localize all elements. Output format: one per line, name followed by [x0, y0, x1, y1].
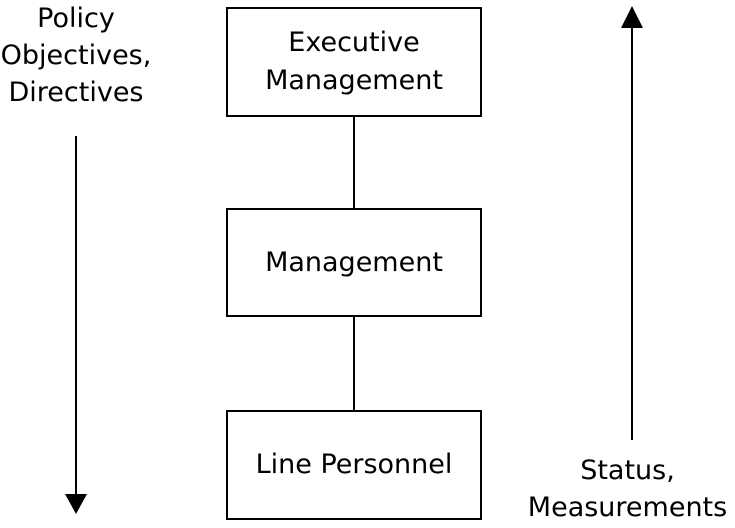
line-personnel-box-label: Line Personnel	[255, 449, 453, 480]
up-arrow-icon	[621, 6, 643, 440]
management-box: Management	[226, 208, 482, 317]
right-flow-label: Status, Measurements	[520, 452, 735, 526]
right-flow-label-line1: Status,	[580, 455, 675, 486]
left-flow-label-line3: Directives	[8, 77, 144, 108]
executive-management-box-line2: Management	[265, 65, 443, 96]
line-personnel-box: Line Personnel	[226, 410, 482, 520]
left-flow-label-line2: Objectives,	[0, 40, 152, 71]
left-flow-label-line1: Policy	[37, 3, 115, 34]
executive-management-box-line1: Executive	[288, 27, 420, 58]
down-arrow-icon	[65, 136, 87, 514]
left-flow-label: Policy Objectives, Directives	[0, 0, 152, 111]
executive-management-box: Executive Management	[226, 7, 482, 117]
right-flow-label-line2: Measurements	[527, 492, 728, 523]
management-box-label: Management	[265, 246, 443, 278]
